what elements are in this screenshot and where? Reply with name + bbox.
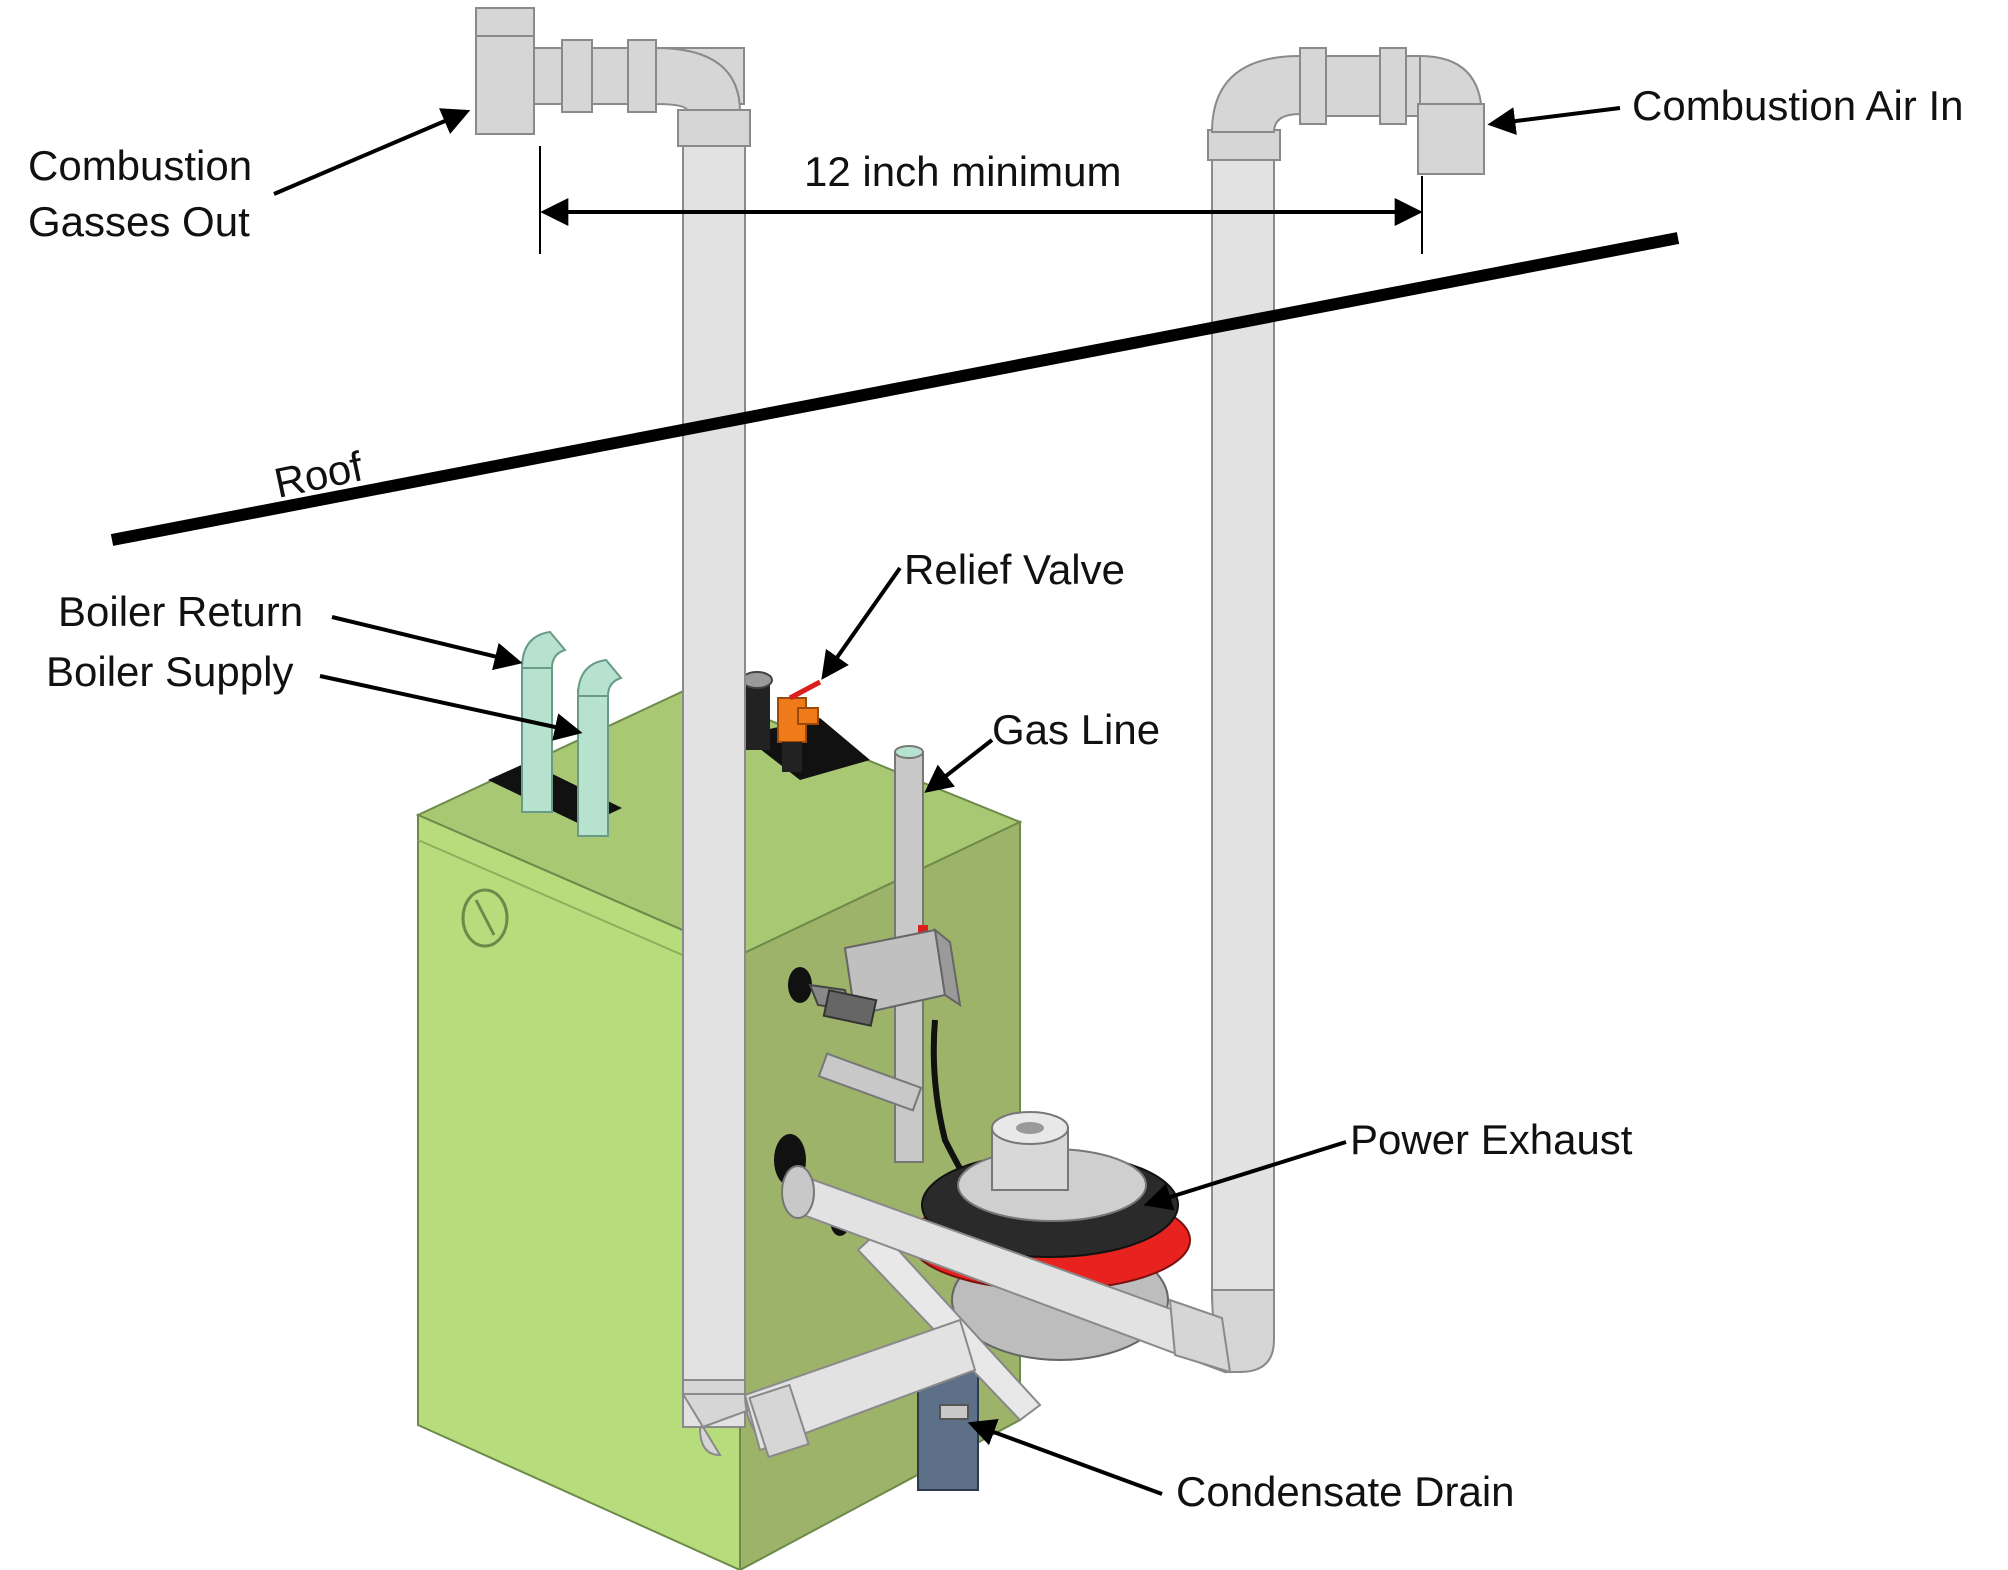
leader-power-exhaust [1143, 1140, 1347, 1211]
label-combustion-air-in: Combustion Air In [1632, 82, 1964, 129]
label-boiler-supply: Boiler Supply [46, 648, 293, 695]
label-power-exhaust: Power Exhaust [1350, 1116, 1633, 1163]
label-combustion-gasses-out-line1: Combustion [28, 142, 252, 189]
min-distance-dimension [539, 146, 1423, 254]
intake-horizontal-run [781, 1165, 1232, 1374]
boiler-return-pipe [521, 661, 553, 813]
top-opening-relief [742, 718, 870, 780]
label-gas-line: Gas Line [992, 706, 1160, 753]
exhaust-pipe-vertical [682, 141, 746, 1428]
boiler-front [417, 813, 741, 1570]
boiler-supply-pipe [577, 689, 609, 837]
label-boiler-return: Boiler Return [58, 588, 303, 635]
boiler-water-pipes [520, 630, 623, 837]
leader-air-in [1487, 106, 1621, 135]
leader-gas-line [924, 738, 994, 793]
leader-boiler-supply [319, 674, 583, 741]
label-combustion-gasses-out-line2: Gasses Out [28, 198, 250, 245]
label-min-distance: 12 inch minimum [804, 148, 1121, 195]
roof-line [110, 232, 1680, 546]
label-condensate-drain: Condensate Drain [1176, 1468, 1515, 1515]
leader-gasses-out [273, 108, 471, 196]
relief-valve [741, 671, 822, 772]
label-relief-valve: Relief Valve [904, 546, 1125, 593]
leader-boiler-return [331, 615, 523, 671]
leader-condensate-drain [967, 1418, 1163, 1496]
leader-relief-valve [821, 566, 902, 680]
knockout-hole [461, 888, 509, 948]
exhaust-vent-pipe [475, 7, 977, 1459]
